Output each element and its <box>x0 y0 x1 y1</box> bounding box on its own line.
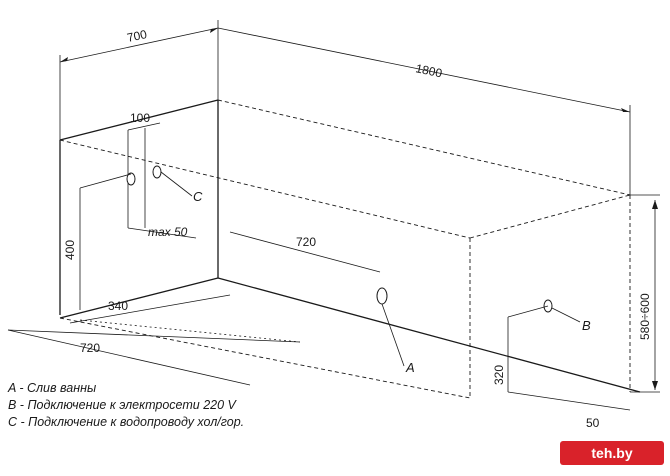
dim-line-max50 <box>127 227 197 239</box>
dim-pipe-spacing: 100 <box>130 111 150 125</box>
dim-line-bottom <box>507 391 631 411</box>
wall-floor-right <box>217 277 641 393</box>
dim-line-floor <box>7 329 301 343</box>
dim-line-720 <box>229 231 381 273</box>
pipe-line <box>79 173 132 189</box>
dim-width-top: 700 <box>126 27 149 45</box>
legend-item-b: B - Подключение к электросети 220 V <box>8 398 238 412</box>
legend-item-c: C - Подключение к водопроводу хол/гор. <box>8 415 244 429</box>
marker-b: B <box>582 318 591 333</box>
dim-outlet-height: 320 <box>492 365 506 385</box>
dim-line-700 <box>59 27 219 63</box>
tub-back-top <box>217 99 631 196</box>
wall-top-back <box>59 99 219 141</box>
outlet-line <box>507 305 549 318</box>
dim-max: max 50 <box>148 225 188 239</box>
dim-length-top: 1800 <box>414 61 443 80</box>
tub-front-top <box>59 139 471 239</box>
dim-floor-length: 720 <box>80 341 100 355</box>
dim-drain-offset: 720 <box>296 235 316 249</box>
cold-pipe-icon <box>126 172 136 186</box>
dim-line-floor-diag <box>7 329 251 386</box>
floor-guide <box>79 319 301 343</box>
dim-height-range: 580÷600 <box>638 293 652 340</box>
dim-height-left: 400 <box>63 240 77 260</box>
drain-icon <box>376 287 388 305</box>
teh-by-watermark: teh.by <box>560 441 664 465</box>
dim-line-340 <box>69 294 231 324</box>
dim-line-100 <box>127 122 161 131</box>
dim-bottom-small: 50 <box>586 416 600 430</box>
leader-a <box>381 303 405 367</box>
tub-right-top <box>469 194 631 239</box>
dim-floor-depth: 340 <box>108 299 128 313</box>
dim-line-1800 <box>217 27 631 113</box>
wall-floor-left <box>59 277 219 319</box>
leader-c <box>160 171 193 197</box>
leader-b <box>551 307 581 323</box>
marker-c: C <box>193 189 203 204</box>
dim-arrows <box>621 108 630 112</box>
legend-item-a: A - Слив ванны <box>7 381 96 395</box>
hot-pipe-icon <box>152 165 162 179</box>
marker-a: A <box>405 360 415 375</box>
